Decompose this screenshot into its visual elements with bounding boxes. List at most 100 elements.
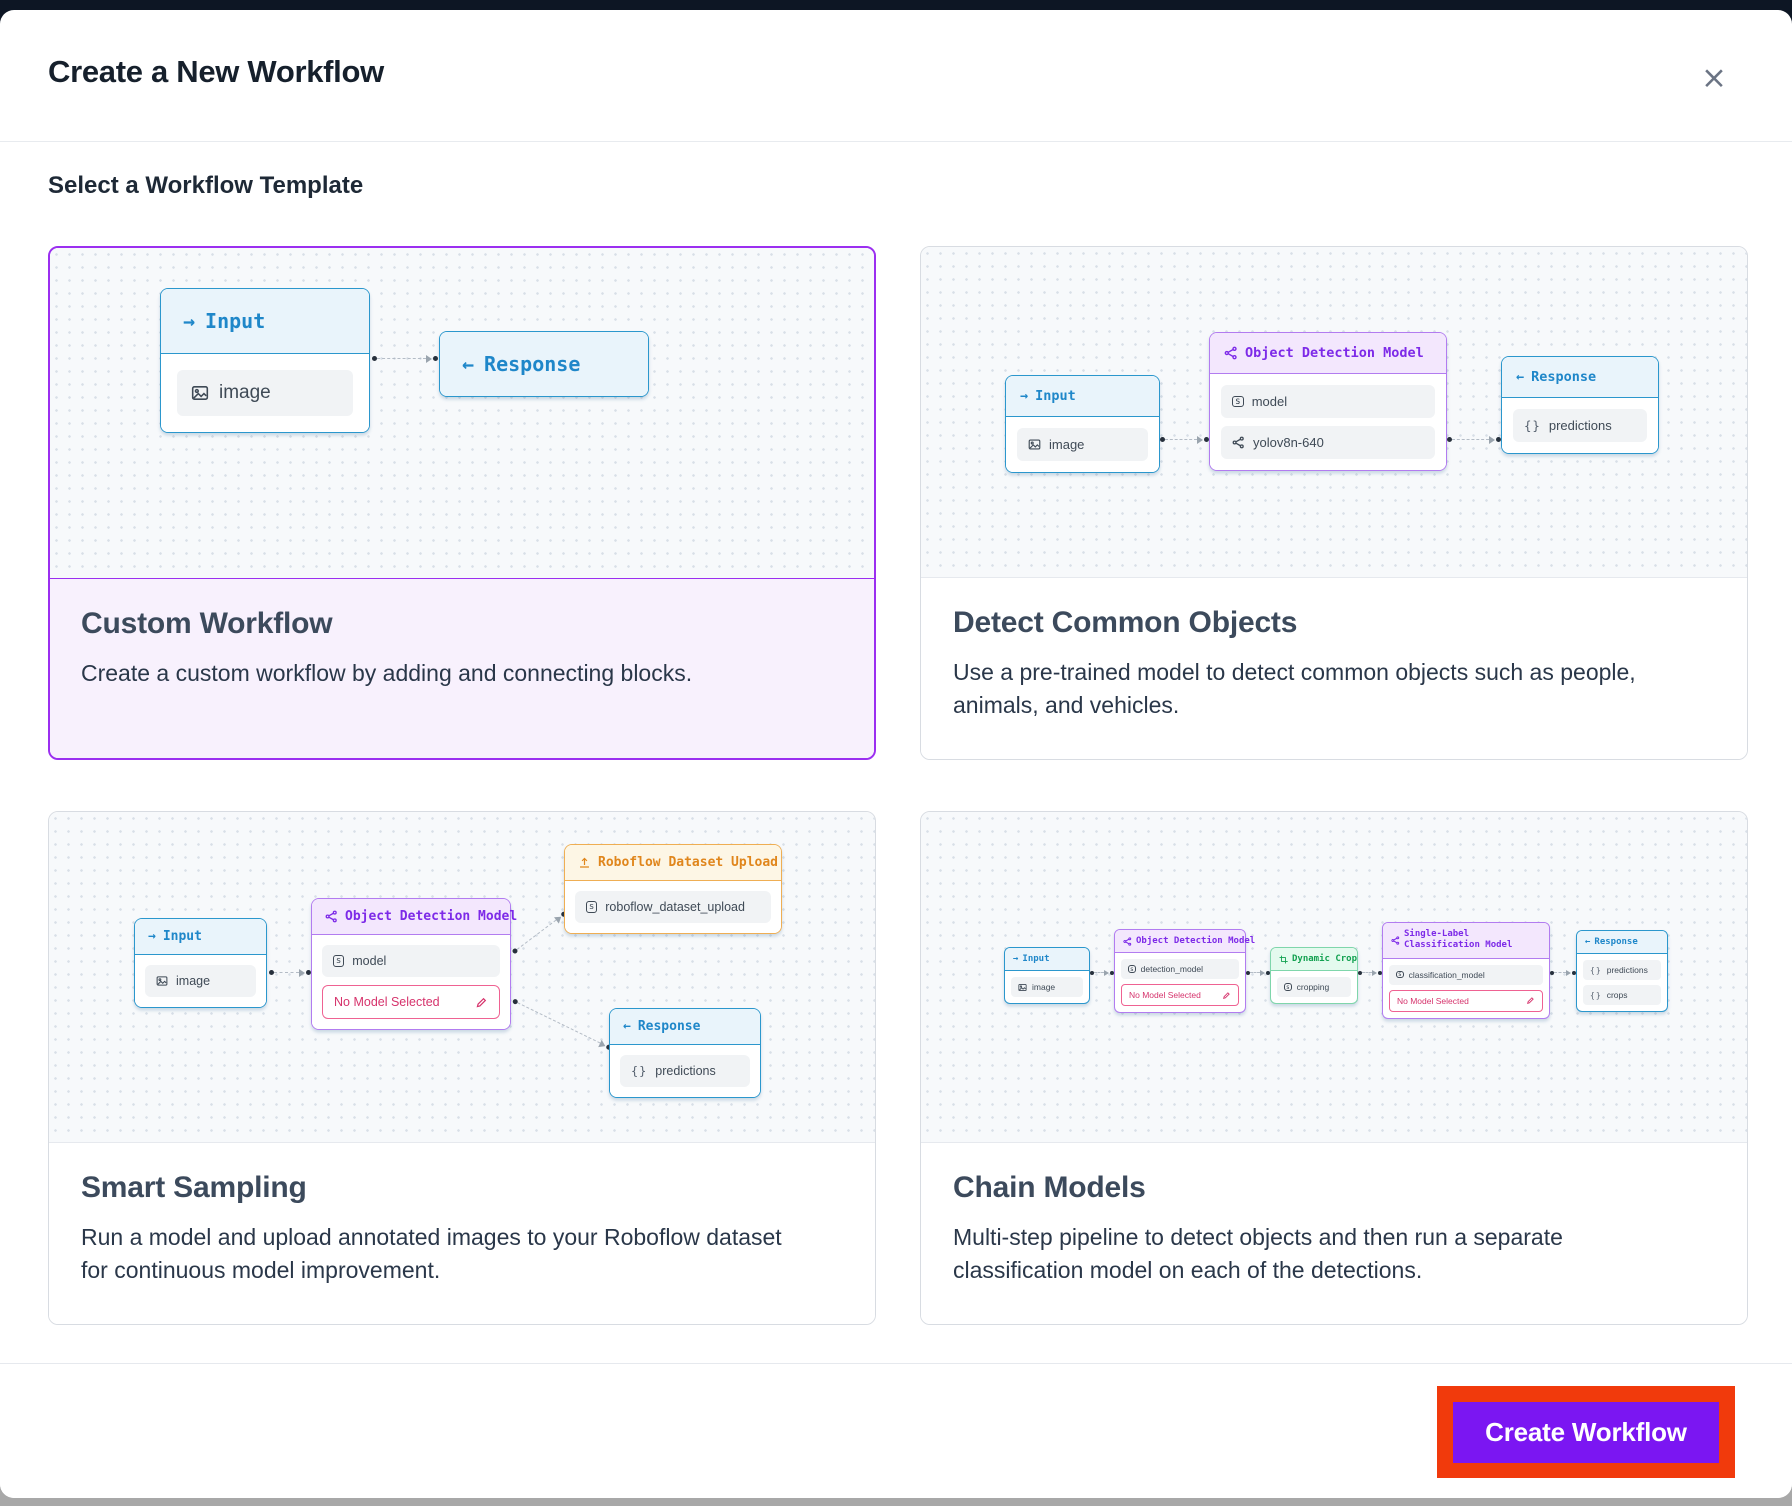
- node-response: ← Response {} predictions: [609, 1008, 761, 1098]
- braces-icon: {}: [1524, 418, 1541, 433]
- diagram-detect-common-objects: → Input image: [921, 247, 1747, 577]
- node-title: Input: [1035, 388, 1076, 404]
- node-title: Response: [637, 1019, 701, 1034]
- image-icon: [191, 384, 209, 402]
- no-model-selected-chip: No Model Selected: [322, 985, 500, 1019]
- node-title: Roboflow Dataset Upload: [598, 855, 779, 870]
- s-box-icon: s: [1284, 983, 1292, 991]
- field-image: image: [177, 370, 353, 416]
- field-image: image: [1017, 428, 1148, 461]
- card-footer: Chain Models Multi-step pipeline to dete…: [921, 1142, 1747, 1324]
- node-title: Response: [484, 352, 581, 376]
- close-icon: ×: [1701, 60, 1727, 96]
- node-title: Input: [205, 309, 266, 333]
- arrow-right-icon: →: [148, 929, 156, 944]
- image-icon: [1028, 438, 1041, 451]
- network-icon: [1123, 936, 1132, 946]
- braces-icon: {}: [1590, 990, 1602, 1000]
- connector: [1358, 968, 1382, 977]
- modal-content: Select a Workflow Template → Input: [48, 142, 1748, 1325]
- node-response: ← Response {} predictions: [1501, 356, 1659, 454]
- node-object-detection-model: Object Detection Model s model No Model …: [311, 898, 517, 1030]
- pencil-icon: [1526, 996, 1535, 1005]
- network-icon: [1391, 936, 1400, 945]
- upload-icon: [578, 856, 591, 869]
- field-model: s model: [322, 945, 500, 977]
- modal-footer: Create Workflow: [0, 1363, 1792, 1498]
- no-model-selected-chip: No Model Selected: [1389, 989, 1543, 1012]
- node-object-detection-model: Object Detection Model s model yolov8n-6…: [1209, 332, 1447, 471]
- connector: [511, 996, 613, 1052]
- create-workflow-modal: Create a New Workflow × Select a Workflo…: [0, 10, 1792, 1498]
- card-title: Detect Common Objects: [953, 606, 1298, 639]
- node-response: ← Response {} predictions {} cr: [1576, 930, 1668, 1012]
- diagram-smart-sampling: → Input image: [49, 812, 875, 1142]
- card-description: Run a model and upload annotated images …: [81, 1224, 782, 1283]
- field-cropping: s cropping: [1277, 977, 1351, 997]
- s-box-icon: s: [333, 955, 345, 967]
- node-roboflow-dataset-upload: Roboflow Dataset Upload s roboflow_datas…: [564, 844, 782, 934]
- node-title: Object Detection Model: [1136, 936, 1256, 946]
- diagram-chain-models: → Input image: [921, 812, 1747, 1142]
- template-grid: → Input image: [48, 246, 1748, 1325]
- field-crops: {} crops: [1583, 985, 1661, 1005]
- connector: [1550, 968, 1576, 977]
- node-dynamic-crop: Dynamic Crop s cropping: [1270, 947, 1358, 1004]
- s-box-icon: s: [1396, 970, 1404, 979]
- field-yolov8n-640: yolov8n-640: [1221, 426, 1435, 459]
- connector: [1447, 435, 1501, 444]
- arrow-left-icon: ←: [1585, 937, 1591, 947]
- connector: [269, 968, 311, 977]
- connector: [1246, 968, 1270, 977]
- node-title: Object Detection Model: [345, 909, 518, 924]
- connector: [510, 909, 568, 956]
- node-title: Input: [162, 929, 202, 944]
- node-single-label-classification-model: Single-Label Classification Model s clas…: [1382, 922, 1550, 1019]
- s-box-icon: s: [586, 901, 598, 913]
- card-footer: Detect Common Objects Use a pre-trained …: [921, 577, 1747, 759]
- arrow-left-icon: ←: [623, 1019, 631, 1034]
- template-card-detect-common-objects[interactable]: → Input image: [920, 246, 1748, 760]
- card-description: Use a pre-trained model to detect common…: [953, 659, 1636, 718]
- node-title: Object Detection Model: [1245, 345, 1424, 361]
- field-roboflow-dataset-upload: s roboflow_dataset_upload: [575, 891, 771, 923]
- node-object-detection-model: Object Detection Model s detection_model…: [1114, 929, 1255, 1013]
- card-description: Multi-step pipeline to detect objects an…: [953, 1224, 1563, 1283]
- close-button[interactable]: ×: [1692, 56, 1736, 100]
- template-card-smart-sampling[interactable]: → Input image: [48, 811, 876, 1325]
- node-title: Dynamic Crop: [1292, 954, 1358, 964]
- template-card-chain-models[interactable]: → Input image: [920, 811, 1748, 1325]
- card-description: Create a custom workflow by adding and c…: [81, 660, 693, 686]
- node-title: Response: [1531, 369, 1597, 385]
- template-card-custom-workflow[interactable]: → Input image: [48, 246, 876, 760]
- card-title: Chain Models: [953, 1171, 1146, 1204]
- modal-title: Create a New Workflow: [48, 54, 384, 89]
- pencil-icon: [1222, 991, 1231, 1000]
- image-icon: [156, 975, 168, 987]
- connector: [372, 354, 438, 363]
- node-input: → Input image: [1004, 947, 1090, 1004]
- pencil-icon: [475, 996, 488, 1009]
- card-footer: Custom Workflow Create a custom workflow…: [50, 577, 874, 758]
- arrow-right-icon: →: [183, 309, 196, 333]
- node-input: → Input image: [160, 288, 370, 433]
- arrow-left-icon: ←: [1516, 369, 1525, 385]
- field-predictions: {} predictions: [1583, 960, 1661, 980]
- arrow-left-icon: ←: [462, 352, 475, 376]
- network-icon: [1232, 436, 1245, 449]
- field-predictions: {} predictions: [620, 1055, 750, 1087]
- connector: [1090, 968, 1114, 977]
- arrow-right-icon: →: [1020, 388, 1029, 404]
- node-response: ← Response: [439, 331, 649, 397]
- create-workflow-button[interactable]: Create Workflow: [1453, 1401, 1719, 1463]
- diagram-custom-workflow: → Input image: [50, 248, 874, 578]
- image-icon: [1018, 983, 1027, 992]
- node-input: → Input image: [134, 918, 267, 1008]
- node-title: Response: [1594, 937, 1638, 947]
- network-icon: [1224, 346, 1238, 360]
- connector: [1160, 435, 1209, 444]
- crop-icon: [1279, 955, 1288, 964]
- node-title: Input: [1022, 954, 1050, 964]
- braces-icon: {}: [1590, 965, 1602, 975]
- field-image: image: [1011, 977, 1083, 997]
